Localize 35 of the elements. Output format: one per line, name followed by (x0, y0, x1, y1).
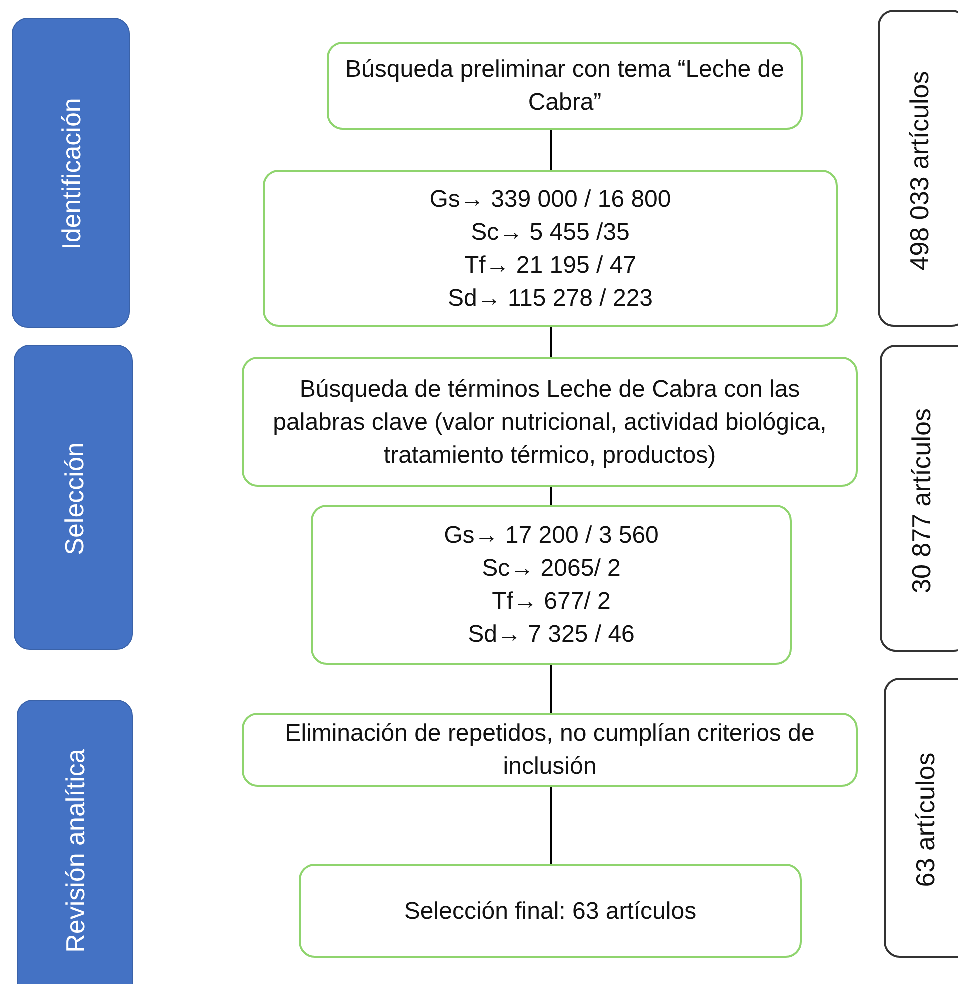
step-text: Tf→ 677/ 2 (492, 587, 611, 617)
process-box (242, 713, 858, 787)
process-box (327, 42, 803, 130)
step-text: Eliminación de repetidos, no cumplían criterios de inclusión (284, 719, 816, 782)
step-text: Sd→ 115 278 / 223 (448, 284, 654, 314)
phase-band (14, 345, 133, 650)
step-text: Selección final: 63 artículos (404, 896, 697, 926)
connector-line (550, 130, 552, 170)
count-box (880, 345, 958, 652)
count-box (884, 678, 958, 958)
count-label: 498 033 artículos (904, 70, 936, 270)
phase-label: Revisión analítica (60, 749, 92, 953)
step-text: Búsqueda de términos Leche de Cabra con las palabras clave (valor nutricional, actividad biológica, tratamiento térmico, productos) (272, 374, 828, 470)
phase-band (12, 18, 130, 328)
step-text: Sc→ 2065/ 2 (482, 554, 621, 584)
connector-line (550, 665, 552, 713)
count-label: 63 artículos (910, 752, 942, 888)
phase-label: Identificación (56, 98, 88, 250)
step-text: Sd→ 7 325 / 46 (468, 620, 635, 650)
phase-label: Selección (58, 442, 90, 555)
step-text: Búsqueda preliminar con tema “Leche de Cabra” (345, 55, 785, 118)
count-label: 30 877 artículos (906, 408, 938, 593)
phase-band (17, 700, 133, 984)
process-box (263, 170, 838, 327)
step-text: Gs→ 339 000 / 16 800 (430, 184, 672, 214)
step-text: Tf→ 21 195 / 47 (464, 250, 637, 280)
step-text: Gs→ 17 200 / 3 560 (444, 521, 659, 551)
process-box (311, 505, 792, 665)
connector-line (550, 487, 552, 505)
step-text: Sc→ 5 455 /35 (471, 218, 630, 248)
connector-line (550, 787, 552, 864)
process-box (242, 357, 858, 487)
process-box (299, 864, 802, 958)
connector-line (550, 327, 552, 357)
count-box (878, 10, 958, 327)
